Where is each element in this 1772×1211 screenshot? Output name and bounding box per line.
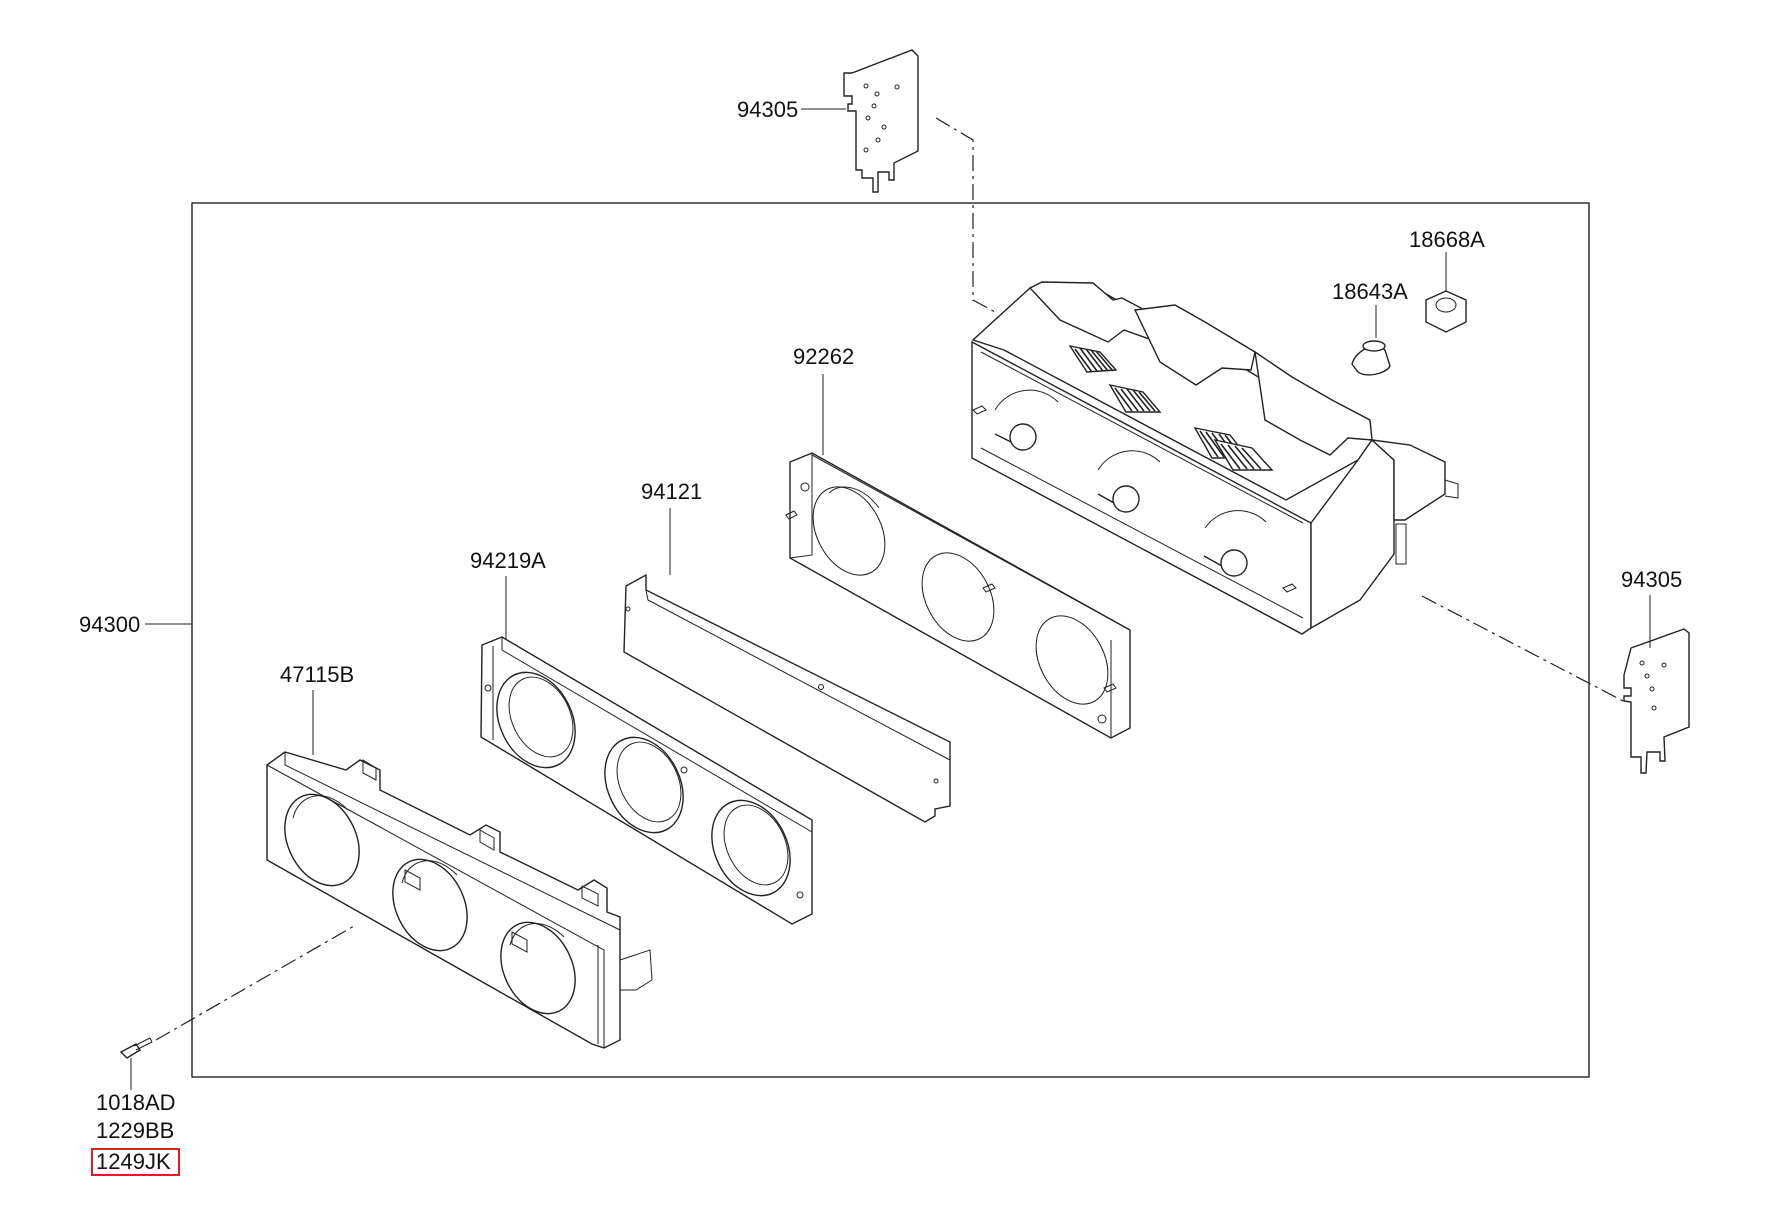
control-dial-3 — [1203, 510, 1267, 577]
bracket-94305-top[interactable] — [843, 49, 919, 193]
socket-18668A[interactable] — [1425, 290, 1467, 333]
dashed-guide-94305-right — [1421, 595, 1626, 703]
label-1229BB: 1229BB — [96, 1118, 174, 1143]
dashed-guide-94305-top — [935, 117, 996, 313]
highlight-box-1249JK — [91, 1148, 180, 1176]
label-47115B: 47115B — [280, 662, 354, 687]
label-94121: 94121 — [641, 479, 702, 504]
control-dial-1 — [994, 389, 1059, 451]
vent-grid-middle — [1108, 383, 1162, 413]
vent-grid-lower — [1213, 438, 1274, 471]
label-1018AD: 1018AD — [96, 1090, 176, 1115]
label-18643A: 18643A — [1332, 279, 1408, 304]
screw-1018AD[interactable] — [119, 1037, 153, 1059]
plate-94121[interactable] — [623, 573, 951, 823]
vent-grid-left — [1068, 344, 1118, 373]
heater-control-body[interactable] — [971, 281, 1459, 635]
dashed-guide-screw — [155, 925, 355, 1041]
label-94305-top: 94305 — [737, 97, 798, 122]
label-1249JK[interactable]: 1249JK — [96, 1149, 171, 1174]
bracket-94305-right[interactable] — [1623, 628, 1690, 774]
label-94305-right: 94305 — [1621, 567, 1682, 592]
assembly-boundary-box — [191, 202, 1590, 1078]
label-94300: 94300 — [79, 612, 140, 637]
bezel-94219A[interactable] — [480, 636, 813, 925]
panel-92262[interactable] — [785, 452, 1131, 739]
label-18668A: 18668A — [1409, 227, 1485, 252]
label-94219A: 94219A — [470, 548, 546, 573]
label-92262: 92262 — [793, 344, 854, 369]
bulb-18643A[interactable] — [1351, 340, 1391, 376]
control-dial-2 — [1097, 450, 1161, 513]
garnish-47115B[interactable] — [266, 751, 653, 1049]
